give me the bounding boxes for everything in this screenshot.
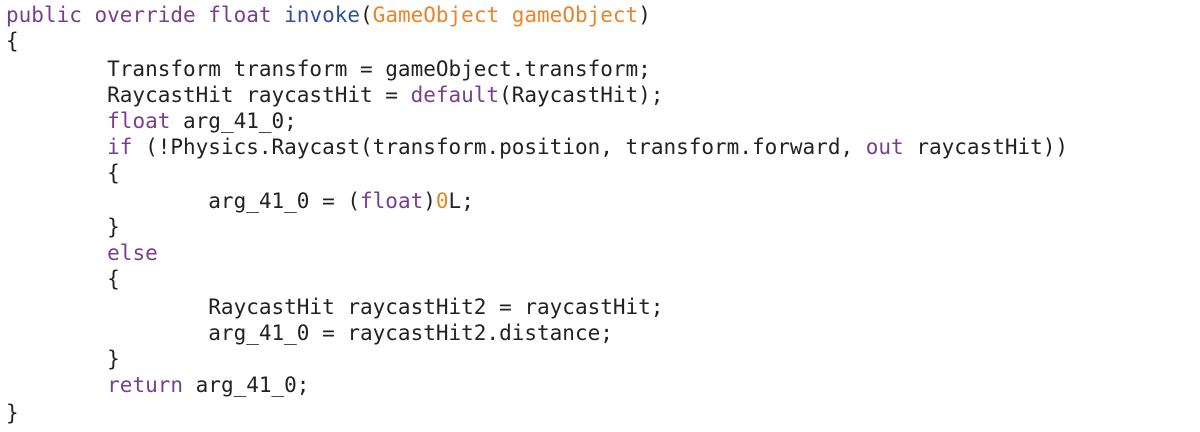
code-token: Transform transform = gameObject.transfo… — [6, 57, 651, 81]
code-token: float — [107, 109, 171, 133]
code-token: arg_41_0 = ( — [6, 189, 361, 213]
code-line: float arg_41_0; — [6, 108, 297, 134]
code-token: arg_41_0; — [183, 373, 310, 397]
code-line: } — [6, 214, 120, 240]
code-token: invoke — [284, 3, 361, 27]
code-token: arg_41_0 = raycastHit2.distance; — [6, 321, 613, 345]
code-token — [6, 241, 107, 265]
code-token: float — [360, 189, 424, 213]
code-line: Transform transform = gameObject.transfo… — [6, 56, 651, 82]
code-token: } — [6, 401, 19, 425]
code-token: 0 — [435, 189, 449, 213]
code-line: arg_41_0 = (float)0L; — [6, 188, 474, 214]
code-line: RaycastHit raycastHit = default(RaycastH… — [6, 82, 663, 108]
code-editor: public override float invoke(GameObject … — [6, 0, 1196, 432]
code-token: out — [865, 135, 904, 159]
code-line: if (!Physics.Raycast(transform.position,… — [6, 134, 1068, 160]
code-line: } — [6, 346, 120, 372]
code-line: public override float invoke(GameObject … — [6, 2, 651, 28]
code-line: else — [6, 240, 158, 266]
code-line: } — [6, 400, 19, 426]
code-line: RaycastHit raycastHit2 = raycastHit; — [6, 294, 663, 320]
code-token: public override float — [6, 3, 285, 27]
code-token — [6, 109, 107, 133]
code-token: { — [6, 267, 120, 291]
code-line: return arg_41_0; — [6, 372, 309, 398]
code-token: RaycastHit raycastHit = — [6, 83, 411, 107]
code-token: { — [6, 29, 19, 53]
code-token: arg_41_0; — [170, 109, 297, 133]
code-token: RaycastHit raycastHit2 = raycastHit; — [6, 295, 664, 319]
code-token: raycastHit)) — [903, 135, 1069, 159]
code-token: ) — [423, 189, 436, 213]
code-line: { — [6, 160, 120, 186]
code-token: default — [410, 83, 500, 107]
code-token: else — [107, 241, 158, 265]
code-token: (!Physics.Raycast(transform.position, tr… — [132, 135, 866, 159]
code-token — [6, 373, 107, 397]
code-line: { — [6, 266, 120, 292]
code-token: L; — [448, 189, 474, 213]
code-token: { — [6, 161, 120, 185]
code-token: ) — [638, 3, 651, 27]
code-token: GameObject gameObject — [372, 3, 639, 27]
code-token — [6, 135, 107, 159]
code-line: arg_41_0 = raycastHit2.distance; — [6, 320, 613, 346]
code-token: return — [107, 373, 184, 397]
code-token: ( — [360, 3, 373, 27]
code-line: { — [6, 28, 19, 54]
code-token: if — [107, 135, 133, 159]
code-token: (RaycastHit); — [499, 83, 664, 107]
code-token: } — [6, 215, 120, 239]
code-token: } — [6, 347, 120, 371]
